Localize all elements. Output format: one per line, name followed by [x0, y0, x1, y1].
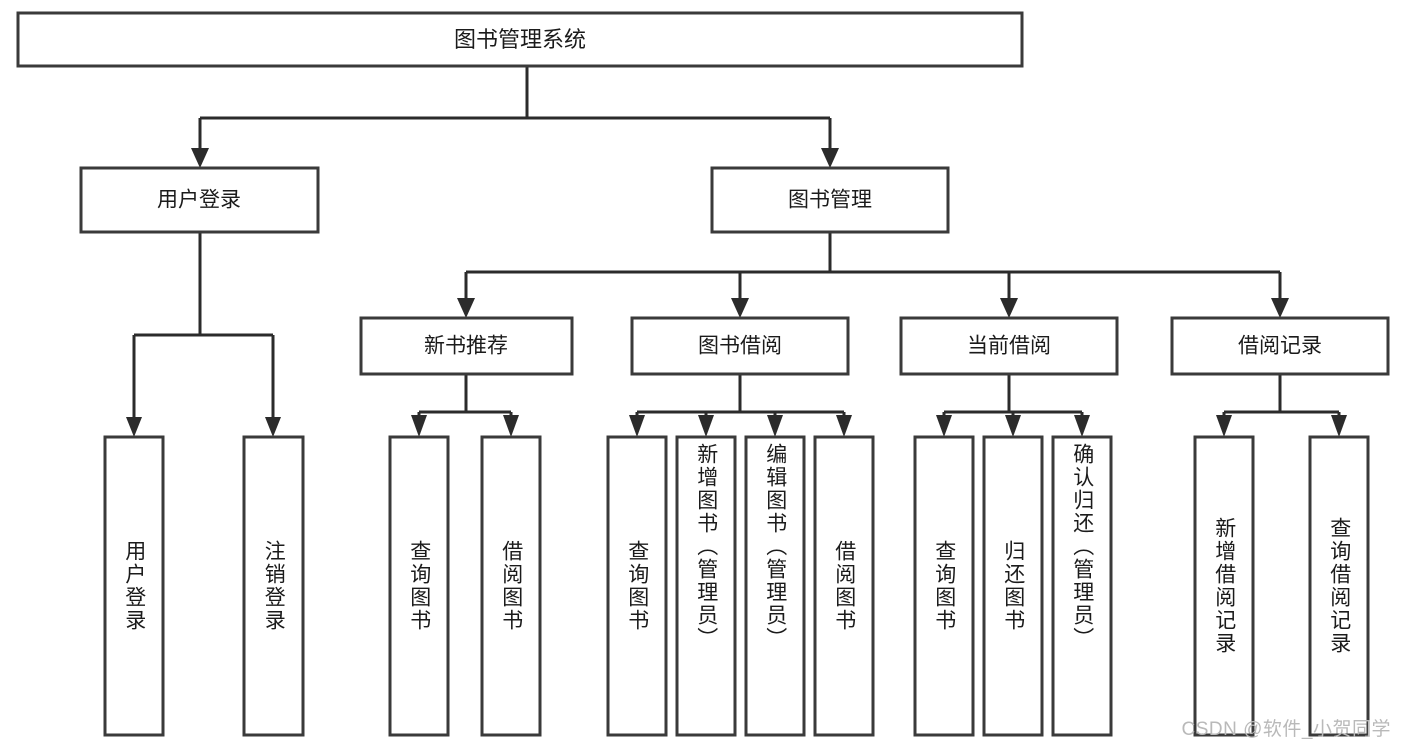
node-leaf-borrow-book-1-rect[interactable]: [480, 435, 542, 737]
arrow-head-leaf-add-book: [698, 415, 714, 437]
connector-group-root: [191, 66, 839, 168]
node-borrow-record-label: 借阅记录: [1238, 335, 1322, 358]
node-book-management-label: 图书管理: [788, 189, 872, 212]
arrow-head-leaf-edit-book: [767, 415, 783, 437]
node-root-label: 图书管理系统: [454, 27, 586, 52]
node-current-borrow[interactable]: 当前借阅: [899, 316, 1119, 376]
node-leaf-borrow-book-2-rect[interactable]: [813, 435, 875, 737]
node-new-book-recommend[interactable]: 新书推荐: [359, 316, 574, 376]
arrow-head-leaf-add-record: [1216, 415, 1232, 437]
node-leaf-add-book-rect[interactable]: [675, 435, 737, 737]
arrow-head-leaf-query-book-2: [629, 415, 645, 437]
node-root[interactable]: 图书管理系统: [16, 11, 1024, 68]
node-book-management-rect[interactable]: [710, 166, 950, 234]
arrow-head-new-book-recommend: [457, 298, 475, 318]
arrow-head-user-login: [191, 148, 209, 168]
node-book-management[interactable]: 图书管理: [710, 166, 950, 234]
node-leaf-edit-book-rect[interactable]: [744, 435, 806, 737]
node-root-rect[interactable]: [16, 11, 1024, 68]
node-leaf-user-login-rect[interactable]: [103, 435, 165, 737]
arrow-head-leaf-return-book: [1005, 415, 1021, 437]
arrow-head-current-borrow: [1000, 298, 1018, 318]
arrow-head-book-borrow: [731, 298, 749, 318]
node-leaf-query-book-2-rect[interactable]: [606, 435, 668, 737]
arrow-head-book-management: [821, 148, 839, 168]
arrow-head-leaf-borrow-book-2: [836, 415, 852, 437]
node-leaf-add-record-rect[interactable]: [1193, 435, 1255, 737]
arrow-head-borrow-record: [1271, 298, 1289, 318]
node-leaf-return-book-rect[interactable]: [982, 435, 1044, 737]
arrow-head-leaf-confirm-return: [1074, 415, 1090, 437]
connector-group-book-management: [457, 232, 1289, 318]
node-leaf-query-book-3-rect[interactable]: [913, 435, 975, 737]
connector-group-book-borrow: [629, 374, 852, 437]
node-borrow-record-rect[interactable]: [1170, 316, 1390, 376]
connector-group-borrow-record: [1216, 374, 1347, 437]
node-leaf-user-logout-rect[interactable]: [242, 435, 305, 737]
node-new-book-recommend-label: 新书推荐: [424, 335, 508, 358]
node-leaf-query-record-rect[interactable]: [1308, 435, 1370, 737]
arrow-head-leaf-query-record: [1331, 415, 1347, 437]
node-user-login-label: 用户登录: [157, 189, 241, 212]
node-current-borrow-rect[interactable]: [899, 316, 1119, 376]
arrow-head-leaf-user-logout: [265, 417, 281, 437]
node-new-book-recommend-rect[interactable]: [359, 316, 574, 376]
node-book-borrow-label: 图书借阅: [698, 335, 782, 358]
connector-group-new-book-recommend: [411, 374, 519, 437]
arrow-head-leaf-query-book-1: [411, 415, 427, 437]
leaf-rect-group: [103, 435, 1370, 737]
arrow-head-leaf-query-book-3: [936, 415, 952, 437]
watermark-text: CSDN @软件_小贺同学: [1181, 719, 1391, 740]
node-book-borrow-rect[interactable]: [630, 316, 850, 376]
node-book-borrow[interactable]: 图书借阅: [630, 316, 850, 376]
connector-group-user-login: [126, 232, 281, 437]
arrow-head-leaf-user-login: [126, 417, 142, 437]
node-borrow-record[interactable]: 借阅记录: [1170, 316, 1390, 376]
node-user-login[interactable]: 用户登录: [79, 166, 320, 234]
node-current-borrow-label: 当前借阅: [967, 335, 1051, 358]
node-leaf-query-book-1-rect[interactable]: [388, 435, 450, 737]
node-leaf-confirm-return-rect[interactable]: [1051, 435, 1113, 737]
arrow-head-leaf-borrow-book-1: [503, 415, 519, 437]
connector-group-current-borrow: [936, 374, 1090, 437]
node-user-login-rect[interactable]: [79, 166, 320, 234]
